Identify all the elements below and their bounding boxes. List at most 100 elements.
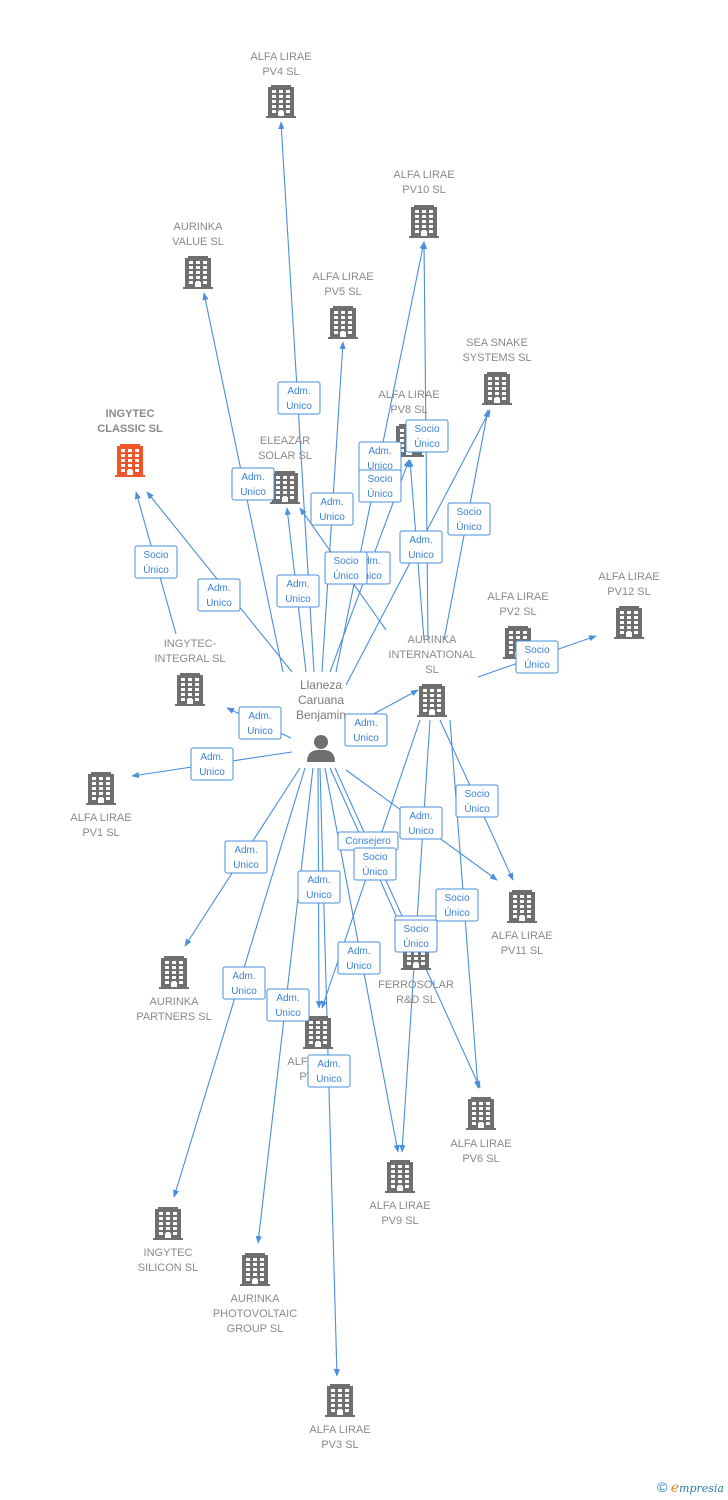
role-label-text: Unico	[408, 826, 434, 837]
company-label: VALUE SL	[172, 236, 224, 248]
role-label-text: Socio	[362, 852, 387, 863]
role-label-text: Socio	[464, 789, 489, 800]
role-label-text: Socio	[444, 893, 469, 904]
role-label: Adm.Unico	[277, 381, 321, 415]
company-label: PV6 SL	[462, 1153, 499, 1165]
role-label-text: Adm.	[276, 993, 299, 1004]
company-label: PHOTOVOLTAIC	[213, 1308, 297, 1320]
pv5-building-icon	[328, 306, 358, 339]
role-label-text: Unico	[206, 598, 232, 609]
role-label-text: Socio	[456, 507, 481, 518]
role-label-text: Socio	[403, 924, 428, 935]
role-label-text: Único	[143, 563, 169, 576]
role-label: Adm. Unico	[337, 941, 381, 975]
ingytec_classic-building-icon	[115, 444, 145, 477]
company-label: SL	[425, 664, 438, 676]
company-label: PV5 SL	[324, 286, 361, 298]
company-label: AURINKA	[231, 1293, 281, 1305]
company-label: PV9 SL	[381, 1215, 418, 1227]
company-label: PV12 SL	[607, 586, 650, 598]
brand-footer[interactable]: © empresia	[657, 1479, 724, 1496]
company-label: PV3 SL	[321, 1439, 358, 1451]
company-label: ALFA LIRAE	[598, 571, 659, 583]
role-label-text: Unico	[306, 890, 332, 901]
company-label: INTEGRAL SL	[154, 653, 225, 665]
company-label: INGYTEC	[144, 1247, 193, 1259]
role-label-text: Adm.	[317, 1059, 340, 1070]
pv12-building-icon	[614, 606, 644, 639]
company-label: PV2 SL	[499, 606, 536, 618]
pv6-building-icon	[466, 1097, 496, 1130]
role-label-text: Único	[524, 658, 550, 671]
company-node-pv12[interactable]: ALFA LIRAE PV12 SL	[598, 571, 660, 639]
role-label: Consejero	[337, 831, 399, 851]
role-label-text: Adm.	[232, 971, 255, 982]
role-label-text: Unico	[367, 461, 393, 472]
ingytec_integral-building-icon	[175, 673, 205, 706]
role-label-text: Socio	[143, 550, 168, 561]
company-label: CLASSIC SL	[97, 423, 163, 435]
copyright-symbol: ©	[657, 1479, 668, 1495]
company-label: ALFA LIRAE	[487, 591, 548, 603]
role-label-text: Unico	[275, 1008, 301, 1019]
company-label: INTERNATIONAL	[388, 649, 475, 661]
company-label: ALFA LIRAE	[491, 930, 552, 942]
aurinka_partners-building-icon	[159, 956, 189, 989]
company-node-ingytec_integral[interactable]: INGYTEC-INTEGRAL SL	[154, 638, 226, 706]
role-label-text: Socio	[333, 556, 358, 567]
role-label-text: Único	[414, 437, 440, 450]
company-node-pv3[interactable]: ALFA LIRAE PV3 SL	[309, 1384, 371, 1451]
company-label: PV8 SL	[390, 404, 427, 416]
pv9-building-icon	[385, 1160, 415, 1193]
company-label: R&D SL	[396, 994, 436, 1006]
role-label-text: Adm.	[200, 752, 223, 763]
role-label-text: Socio	[414, 424, 439, 435]
role-label-text: Único	[444, 906, 470, 919]
role-label: Adm.Unico	[310, 492, 354, 526]
role-label-text: Unico	[319, 512, 345, 523]
role-label-text: Adm.	[347, 946, 370, 957]
role-label: Adm.Unico	[297, 870, 341, 904]
role-label-text: Unico	[233, 860, 259, 871]
pv4-building-icon	[266, 85, 296, 118]
role-label-text: Único	[403, 937, 429, 950]
role-label-text: Socio	[524, 645, 549, 656]
role-label: Adm. Unico	[190, 747, 234, 781]
role-label-text: Unico	[199, 767, 225, 778]
role-label: Adm. Unico	[266, 988, 310, 1022]
role-label-text: Unico	[353, 733, 379, 744]
role-label: Adm.Unico	[307, 1054, 351, 1088]
aurinka_photo-building-icon	[240, 1253, 270, 1286]
role-label-text: Adm.	[234, 845, 257, 856]
company-label: SOLAR SL	[258, 450, 312, 462]
pv10-building-icon	[409, 205, 439, 238]
pv3-building-icon	[325, 1384, 355, 1417]
role-label-text: Unico	[346, 961, 372, 972]
brand-logo-text: mpresia	[679, 1482, 724, 1495]
role-label-text: Adm.	[207, 583, 230, 594]
role-label-text: Único	[362, 865, 388, 878]
company-label: ALFA LIRAE	[309, 1424, 370, 1436]
